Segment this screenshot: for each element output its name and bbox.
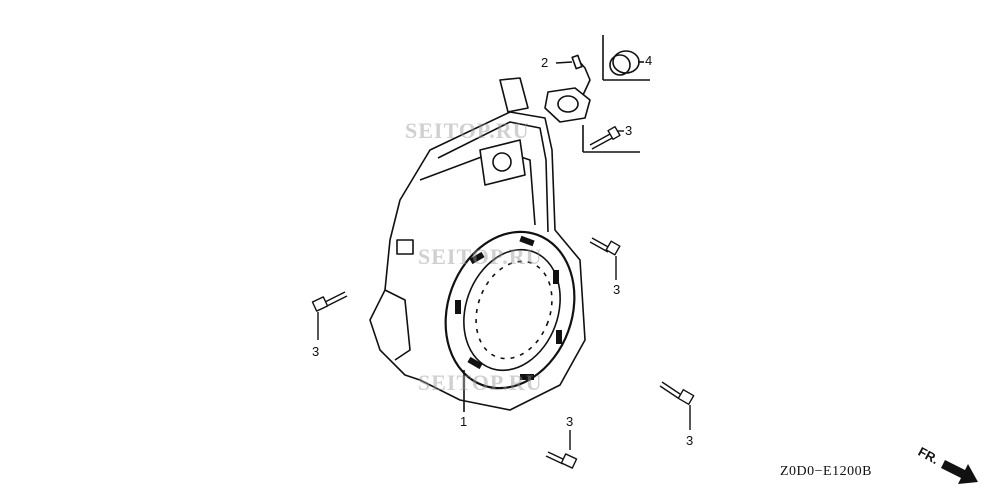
watermark: SEITOP.RU (418, 370, 543, 395)
front-arrow-icon (941, 460, 978, 484)
part-label-3: 3 (613, 282, 621, 297)
bolt (589, 125, 624, 150)
cap (612, 50, 640, 74)
part-label-2: 2 (541, 55, 549, 70)
diagram-code: Z0D0−E1200B (780, 464, 872, 479)
bolt (545, 430, 578, 469)
part-label-4: 4 (645, 53, 653, 68)
watermark: SEITOP.RU (418, 244, 543, 269)
part-label-1: 1 (460, 414, 468, 429)
part-label-3: 3 (312, 344, 320, 359)
stop-switch (544, 87, 591, 123)
part-label-3: 3 (686, 433, 694, 448)
watermark: SEITOP.RU (405, 118, 530, 143)
part-label-3: 3 (625, 123, 633, 138)
bolt (659, 381, 695, 430)
bolt (311, 291, 348, 340)
part-label-3: 3 (566, 414, 574, 429)
bolt (589, 237, 621, 280)
